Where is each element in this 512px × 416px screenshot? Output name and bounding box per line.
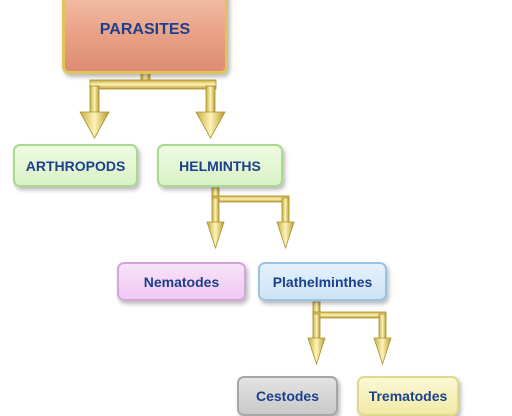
- node-plathelminthes-label: Plathelminthes: [272, 273, 373, 290]
- node-plathelminthes: Plathelminthes: [258, 262, 387, 301]
- node-parasites: PARASITES: [62, 0, 228, 74]
- connector-helminths: [206, 187, 295, 250]
- connector-arrows: [79, 71, 392, 366]
- node-parasites-label: PARASITES: [99, 21, 191, 38]
- node-cestodes-label: Cestodes: [255, 388, 320, 404]
- node-nematodes-label: Nematodes: [143, 273, 220, 290]
- node-trematodes-label: Trematodes: [368, 388, 448, 404]
- node-cestodes: Cestodes: [237, 376, 338, 416]
- node-arthropods-label: ARTHROPODS: [25, 157, 126, 174]
- connector-plathelminthes: [307, 301, 392, 366]
- node-arthropods: ARTHROPODS: [13, 144, 138, 187]
- node-trematodes: Trematodes: [357, 376, 459, 416]
- node-helminths-label: HELMINTHS: [179, 157, 261, 174]
- node-nematodes: Nematodes: [117, 262, 246, 301]
- parasite-classification-diagram: PARASITES ARTHROPODS HELMINTHS Nematodes…: [13, 0, 459, 416]
- node-helminths: HELMINTHS: [157, 144, 283, 187]
- connector-parasites: [79, 71, 226, 139]
